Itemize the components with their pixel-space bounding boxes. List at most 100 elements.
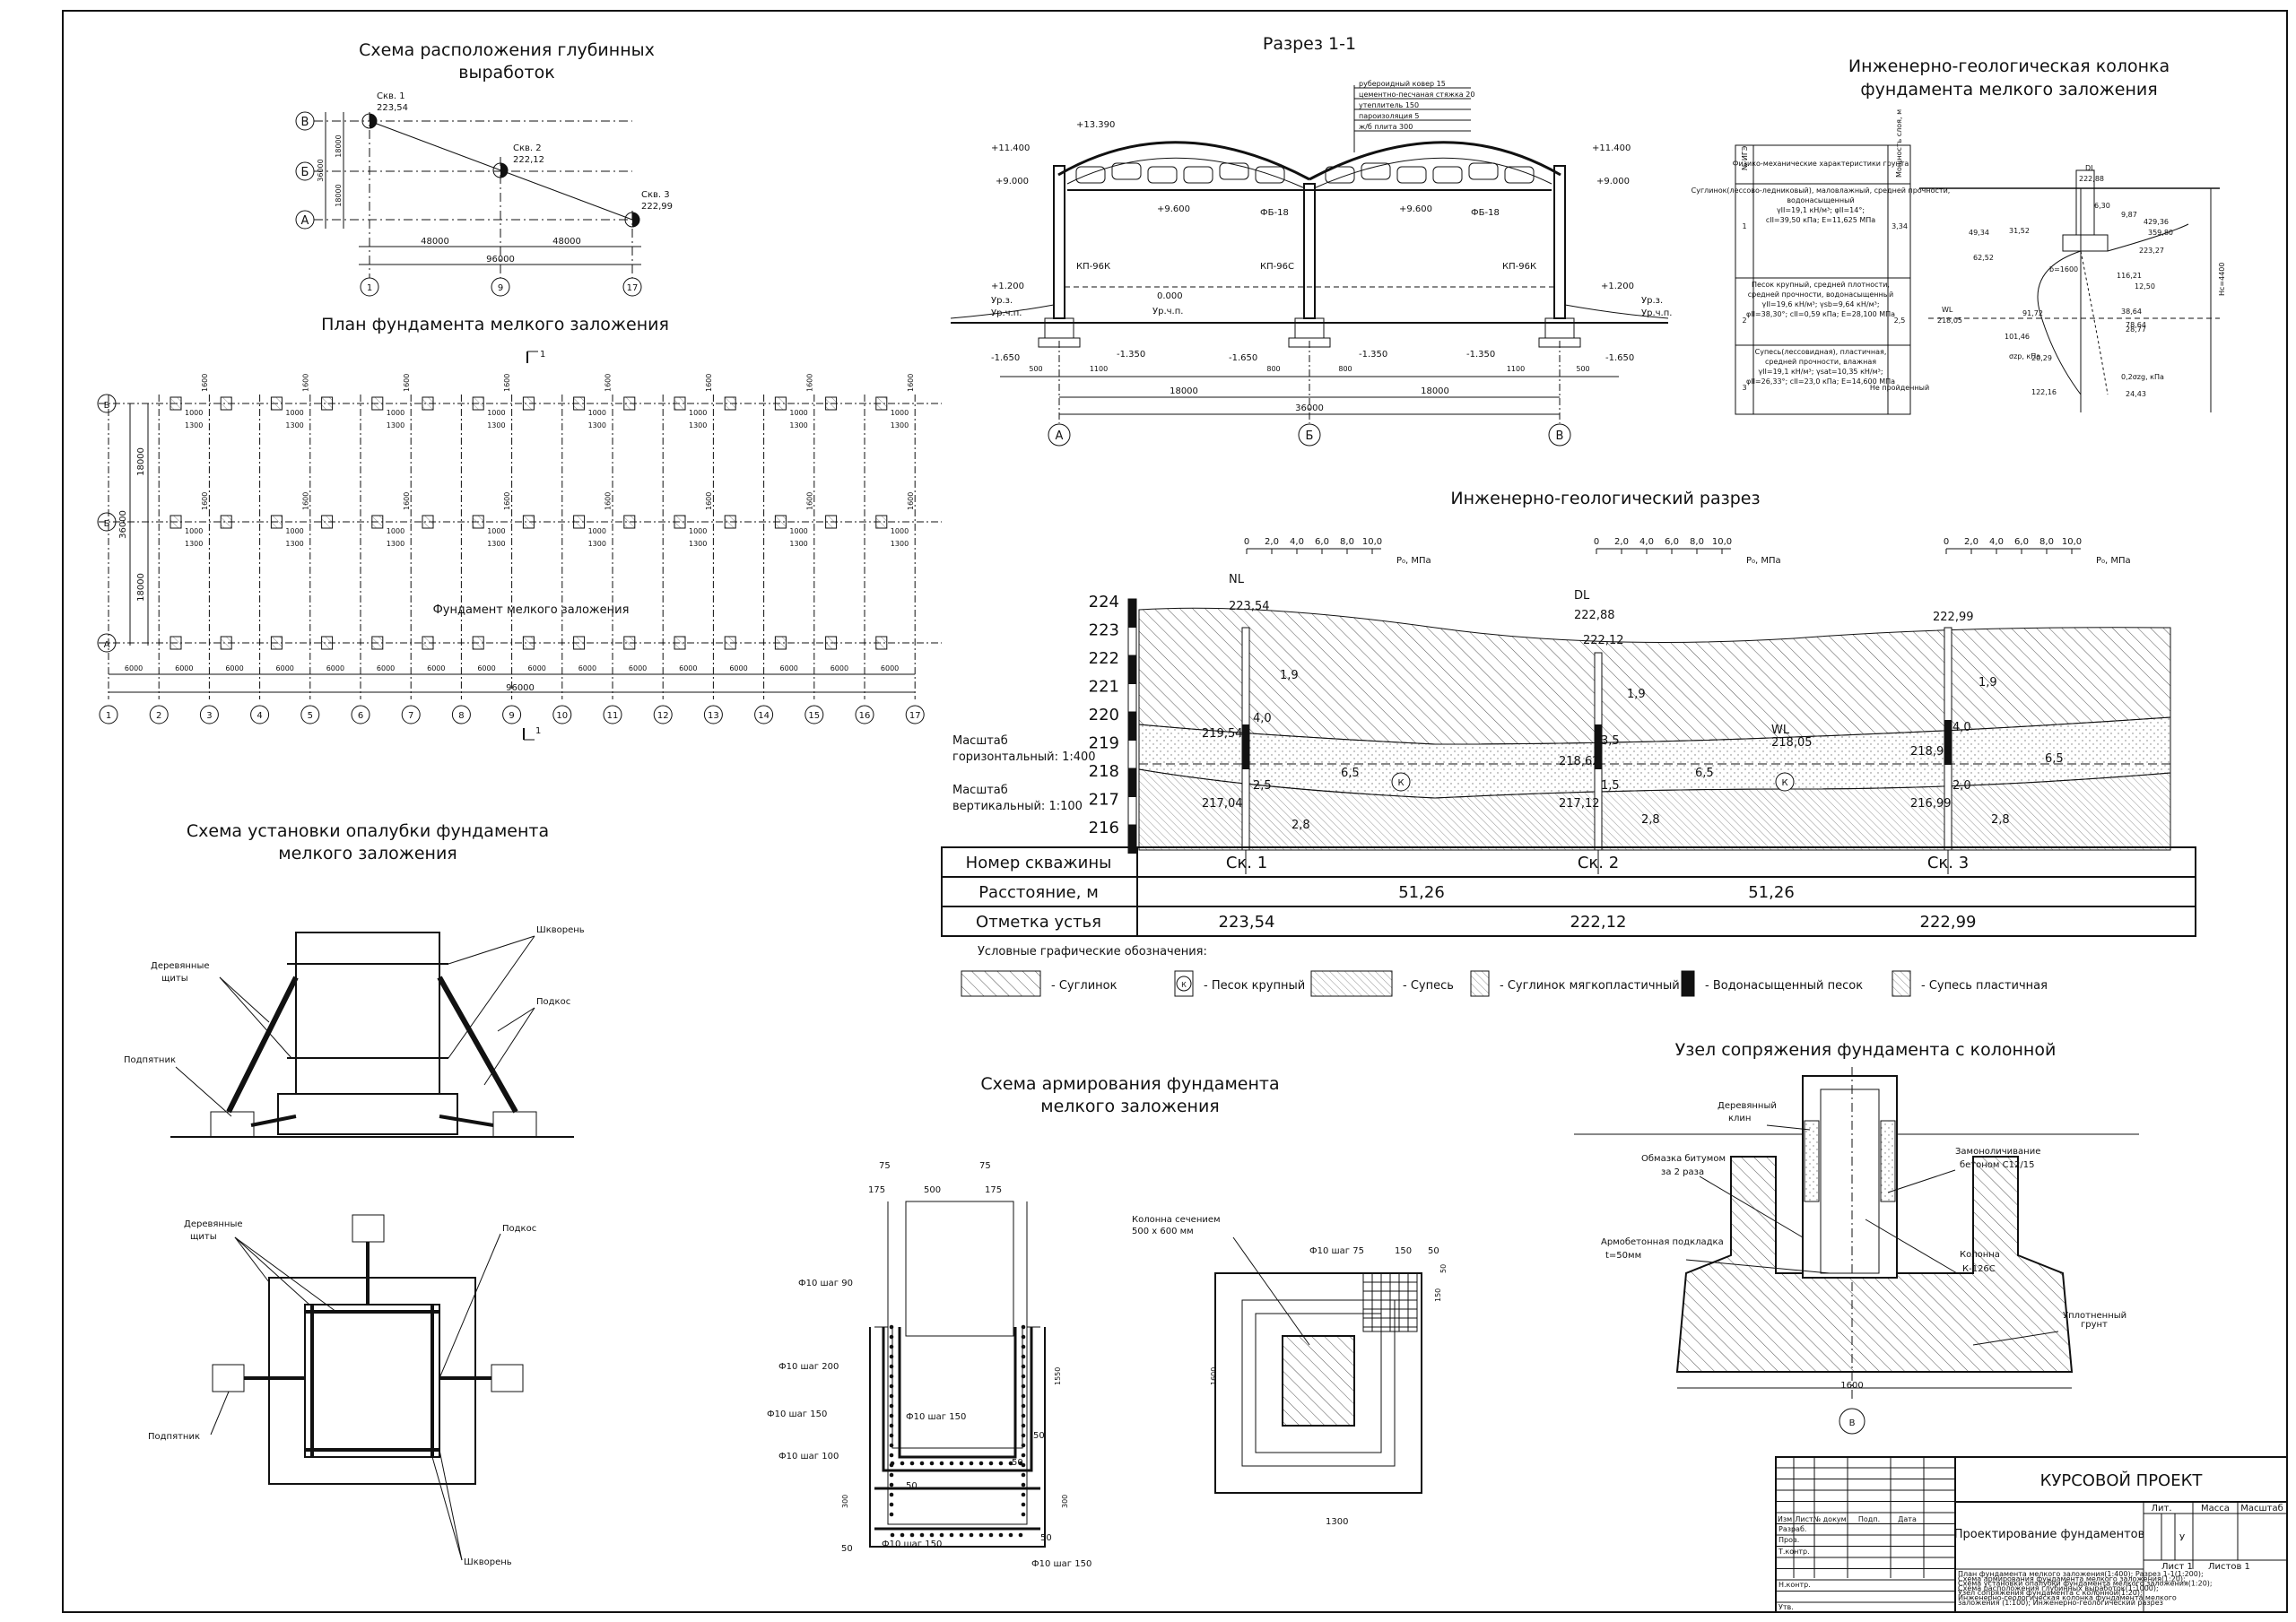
geo-col-value: 28,77 [2126, 325, 2146, 334]
stamp-col-label: Подп. [1858, 1515, 1880, 1523]
scale-tick-label: 2,0 [1964, 537, 1979, 547]
plan-axis-bubble [703, 705, 723, 724]
legend-label: - Супесь [1403, 979, 1454, 993]
plan-dim-a: 1000 [185, 527, 203, 535]
formwork-label: щиты [190, 1232, 217, 1242]
roof-layer-label: ж/б плита 300 [1359, 123, 1413, 131]
plan-dim-c: 1600 [907, 492, 915, 510]
drawing-line [439, 1233, 501, 1379]
formwork-scheme: Схема установки опалубки фундамента мелк… [124, 821, 585, 1567]
scale-text-3: Масштаб [952, 784, 1008, 797]
rebar-dot [900, 1532, 905, 1538]
geo-layer-desc: γII=19,1 кН/м³; γsat=10,35 кН/м³; [1758, 368, 1883, 376]
plan-bay-dim: 6000 [578, 664, 596, 672]
wells-dim-h2: 48000 [552, 237, 581, 247]
geo-layer-value: 4,0 [1952, 721, 1971, 734]
geo-col-footing [2062, 234, 2109, 252]
plan-bay-dim: 6000 [679, 664, 697, 672]
plan-footing [321, 396, 334, 411]
reinforcement-label: 75 [879, 1161, 891, 1171]
legend-swatch [1681, 970, 1695, 997]
plan-dim-c: 1600 [301, 492, 309, 510]
stamp-project: КУРСОВОЙ ПРОЕКТ [2040, 1470, 2204, 1490]
truss-cell [1325, 166, 1355, 184]
joint-label: 1600 [1840, 1381, 1863, 1391]
plan-dim-a: 1000 [387, 527, 404, 535]
geo-table-cell: 222,99 [1920, 913, 1977, 932]
rebar-dot [929, 1461, 935, 1466]
rebar-dot [889, 1482, 894, 1488]
reinforcement-label: 1600 [1210, 1367, 1218, 1385]
plan-footing [371, 515, 384, 529]
geo-column-title-2: фундамента мелкого заложения [1860, 80, 2157, 100]
geo-table-label: Номер скважины [966, 854, 1112, 872]
plan-bay-dim: 6000 [780, 664, 798, 672]
joint-foundation [1675, 1156, 2074, 1373]
formwork-label: Шкворень [536, 925, 585, 935]
geo-col-header-num: № ИГЭ [1741, 145, 1749, 170]
scale-tick-label: 8,0 [2039, 537, 2054, 547]
rebar-dot [889, 1334, 894, 1340]
geo-table-cell: 51,26 [1398, 883, 1445, 902]
geo-layer-value: 6,5 [1695, 767, 1714, 780]
geo-col-value: 49,34 [1969, 229, 1989, 237]
formwork-label: Деревянные [184, 1219, 243, 1229]
ruler-segment [1127, 796, 1137, 826]
plan-axis-bubble [552, 705, 572, 724]
plan-dim-b: 1300 [588, 540, 606, 548]
geo-table-cell: Ск. 2 [1578, 854, 1619, 872]
well-3-elev: 222,99 [641, 202, 673, 212]
geo-section-mark: 222,88 [1574, 609, 1615, 622]
ruler-segment [1127, 627, 1137, 656]
geo-table-cell: 222,12 [1570, 913, 1627, 932]
formwork-label: Шкворень [464, 1557, 512, 1567]
stamp-mass: Масса [2201, 1504, 2230, 1514]
scale-tick-label: 2,0 [1265, 537, 1279, 547]
well-2-elev: 222,12 [513, 155, 544, 165]
rebar-dot [909, 1532, 915, 1538]
geo-section-mark: NL [1229, 573, 1245, 586]
geo-layer-desc: водонасыщенный [1787, 196, 1854, 204]
elevation-label: 222 [1089, 649, 1119, 668]
offset-1: 500 [1029, 365, 1042, 373]
rebar-dot [909, 1461, 915, 1466]
geo-layer-value: 2,8 [1991, 813, 2010, 827]
offset-6: 500 [1576, 365, 1589, 373]
formwork-outer-plan [268, 1277, 476, 1485]
plan-dim-b: 1300 [387, 540, 404, 548]
reinforcement-label: 75 [979, 1161, 991, 1171]
geo-layer-value: 2,5 [1253, 779, 1272, 793]
formwork-label: Подкос [536, 997, 570, 1007]
plan-footing [623, 515, 636, 529]
joint-label: t=50мм [1605, 1251, 1641, 1261]
plan-dim-c: 1600 [403, 374, 411, 392]
stamp-title: Проектирование фундаментов [1954, 1528, 2145, 1541]
section-axis-a: А [1056, 429, 1064, 443]
elevation-label: 220 [1089, 706, 1119, 724]
rebar-dot [1021, 1433, 1026, 1438]
layer-sandy-loam [1138, 768, 2171, 851]
ruler-segment [1127, 740, 1137, 769]
plan-dim-b: 1300 [789, 421, 807, 429]
reinforcement-label: 150 [1395, 1246, 1412, 1256]
plan-axis-bubble [502, 705, 522, 724]
rebar-dot [889, 1324, 894, 1330]
drawing-line [431, 1456, 463, 1561]
scale-tick-label: 4,0 [1290, 537, 1304, 547]
plan-bay-dim: 6000 [377, 664, 395, 672]
scale-tick-label: 8,0 [1340, 537, 1354, 547]
plan-dim-c: 1600 [604, 492, 613, 510]
geo-layer-value: 2,0 [1952, 779, 1971, 793]
plan-footing [774, 636, 787, 650]
geo-col-mark: DL [2085, 164, 2095, 172]
reinforcement-label: 50 [1439, 1264, 1448, 1273]
plan-footing [220, 636, 232, 650]
reinforcement-label: Ф10 шаг 150 [767, 1409, 827, 1419]
rebar-dot [889, 1512, 894, 1517]
reinforcement-scheme: Схема армирования фундамента мелкого зал… [767, 1074, 1448, 1569]
borehole-water-sand [1242, 724, 1249, 769]
geo-layer-desc: средней прочности, водонасыщенный [1748, 291, 1894, 299]
